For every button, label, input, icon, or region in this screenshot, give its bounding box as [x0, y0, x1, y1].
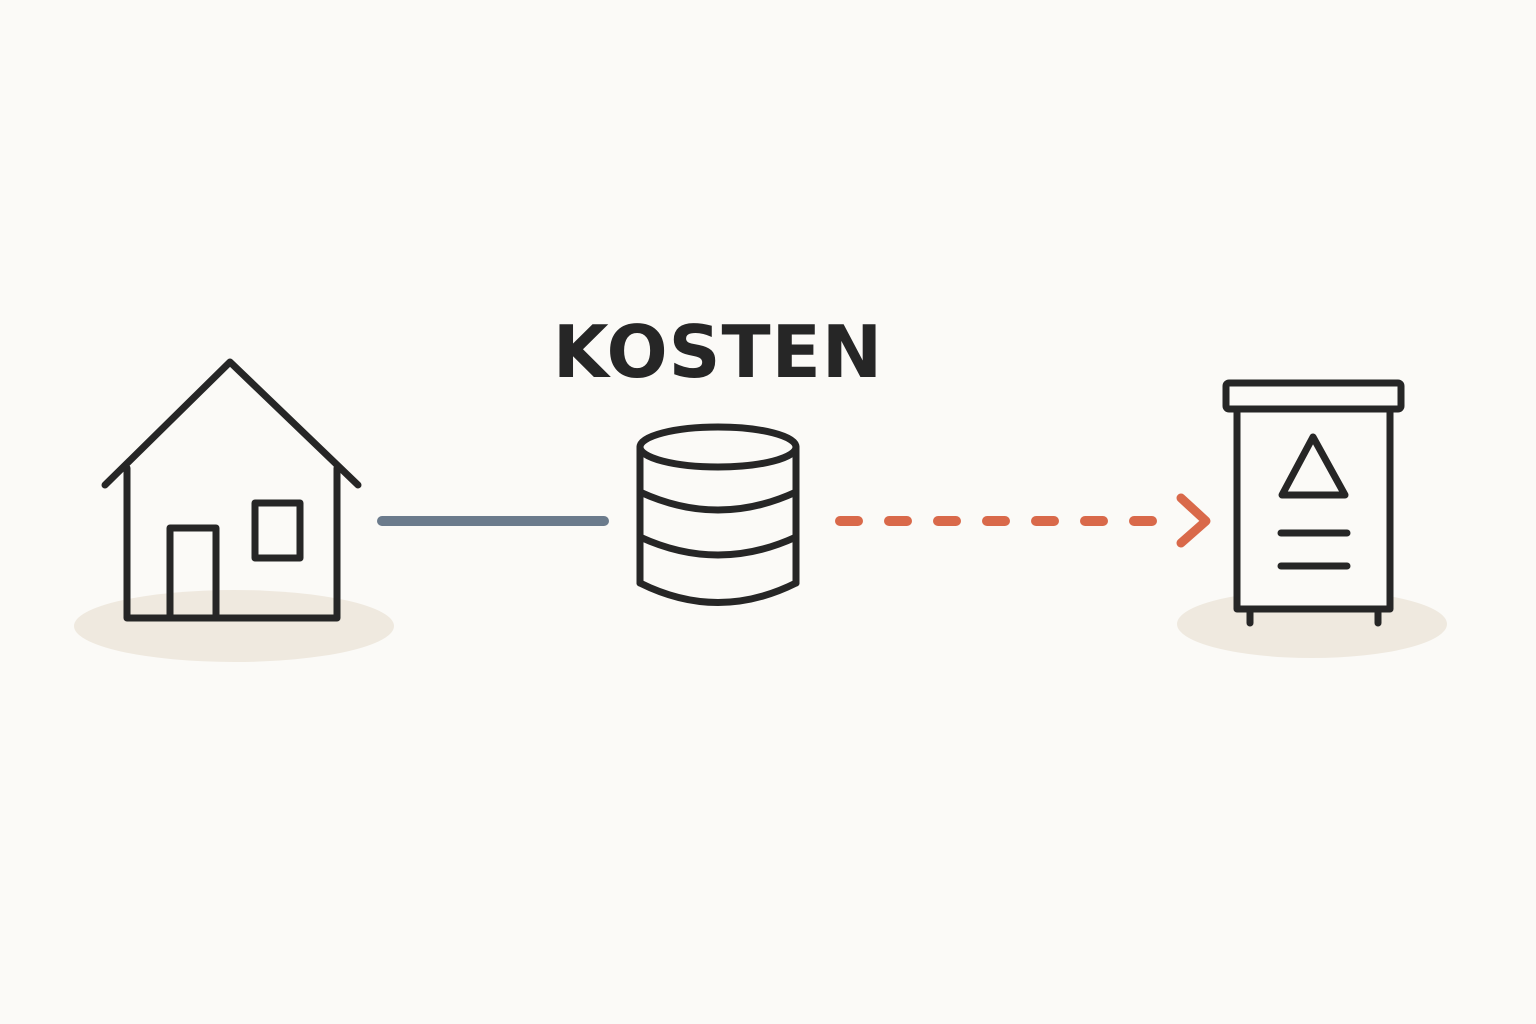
- arrow-head-icon: [1176, 493, 1211, 548]
- meter-cabinet-node: [1177, 379, 1447, 658]
- house-node: [74, 358, 394, 662]
- meter-cabinet-icon: [1222, 379, 1405, 627]
- dashed-arrow-connector: [835, 493, 1211, 548]
- database-icon: [636, 423, 800, 606]
- house-ground-shadow: [74, 590, 394, 662]
- diagram-title: KOSTEN: [552, 310, 884, 394]
- house-icon: [101, 358, 362, 622]
